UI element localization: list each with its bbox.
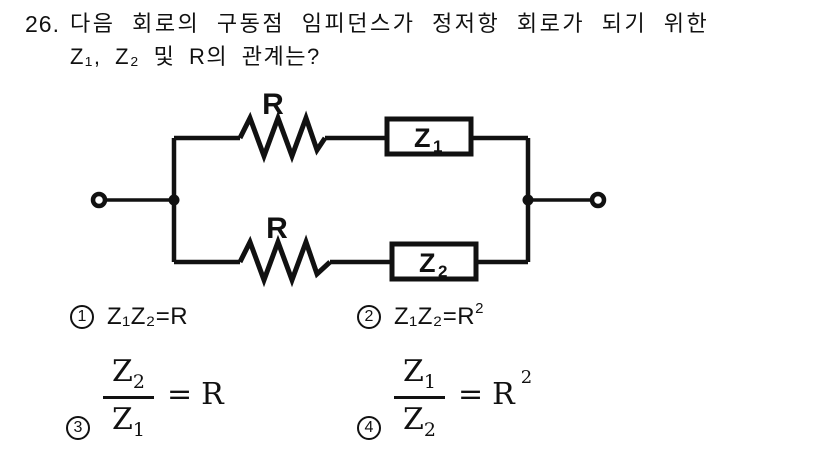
choice-3-marker: 3 <box>66 416 90 441</box>
question-text: 다음 회로의 구동점 임피던스가 정저항 회로가 되기 위한 Z₁, Z₂ 및 … <box>70 8 709 72</box>
question-line1: 다음 회로의 구동점 임피던스가 정저항 회로가 되기 위한 <box>69 11 710 36</box>
z1-label-base: Z <box>414 123 431 153</box>
z2-label-sub: 2 <box>438 262 447 281</box>
numerator-base: Z <box>403 354 424 389</box>
left-junction-dot <box>168 194 180 206</box>
choice-2: 2 Z₁Z₂=R2 <box>357 300 484 331</box>
z2-box <box>389 241 479 282</box>
question-line2: Z₁, Z₂ 및 R의 관계는? <box>69 44 321 69</box>
choice-1-marker: 1 <box>70 304 94 329</box>
right-junction-dot <box>522 194 534 206</box>
choice-1: 1 Z₁Z₂=R <box>70 302 188 331</box>
choice-3-fraction: Z2 Z1 <box>103 352 154 442</box>
rhs-sup: 2 <box>520 366 533 388</box>
resistor-top-label: R <box>262 88 284 121</box>
choice-4-fraction-numerator: Z1 <box>394 352 445 399</box>
question-number: 26. <box>25 11 60 37</box>
denominator-base: Z <box>403 401 424 437</box>
choice-2-formula: Z₁Z₂=R2 <box>394 300 484 331</box>
choice-3: 3 Z2 Z1 =R <box>66 352 230 442</box>
choice-1-formula-text: Z₁Z₂=R <box>107 303 189 330</box>
choice-4-fraction: Z1 Z2 <box>394 352 445 442</box>
choice-2-formula-text: Z₁Z₂=R <box>394 303 476 330</box>
numerator-sub: 1 <box>423 371 436 393</box>
choice-4-fraction-denominator: Z2 <box>403 399 436 443</box>
resistor-top-zigzag <box>237 110 328 164</box>
rhs-letter: R <box>492 376 515 412</box>
choice-1-formula: Z₁Z₂=R <box>107 302 188 331</box>
question: 26. 다음 회로의 구동점 임피던스가 정저항 회로가 되기 위한 Z₁, Z… <box>25 8 709 72</box>
denominator-base: Z <box>112 401 133 437</box>
left-terminal <box>90 191 108 209</box>
choice-3-fraction-numerator: Z2 <box>103 352 154 399</box>
choice-4-marker: 4 <box>357 416 381 441</box>
denominator-sub: 1 <box>132 418 145 441</box>
choice-2-marker: 2 <box>357 304 381 329</box>
resistor-bottom-label: R <box>266 212 288 245</box>
choice-2-formula-sup: 2 <box>475 300 484 317</box>
equals-sign: = <box>166 376 193 412</box>
denominator-sub: 2 <box>423 418 436 441</box>
equals-sign: = <box>457 376 484 412</box>
circuit-diagram: R Z 1 R Z 2 <box>90 88 607 288</box>
resistor-bottom-zigzag <box>237 234 332 288</box>
rhs-letter: R <box>201 376 224 412</box>
numerator-base: Z <box>112 354 133 389</box>
choice-3-rhs: =R <box>167 377 230 412</box>
z1-box <box>384 116 474 157</box>
z1-label-sub: 1 <box>433 137 442 156</box>
choice-3-fraction-denominator: Z1 <box>112 399 145 443</box>
numerator-sub: 2 <box>132 371 145 393</box>
right-terminal <box>589 191 607 209</box>
z2-label-base: Z <box>419 248 436 278</box>
